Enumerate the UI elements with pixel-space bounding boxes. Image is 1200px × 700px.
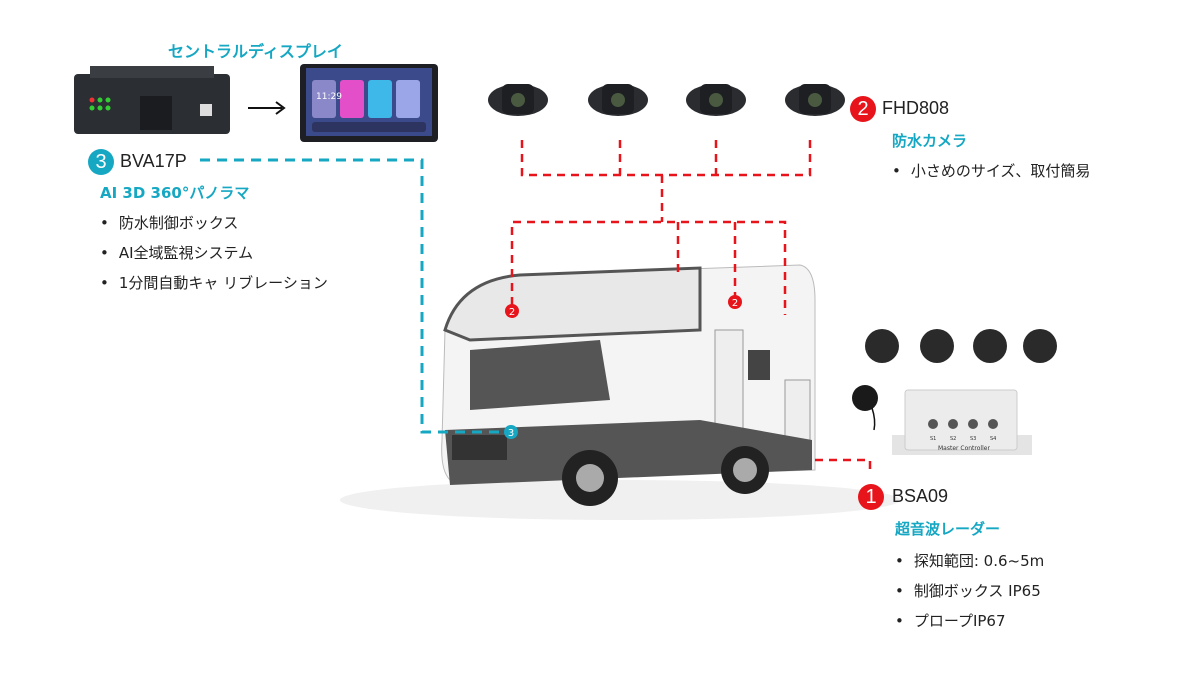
waterproof-cameras-image	[488, 84, 845, 116]
arrow-icon	[248, 101, 286, 115]
bsa-bullet: プロープIP67	[895, 610, 1006, 631]
controller-label: Master Controller	[938, 445, 990, 452]
marker-3: 3	[508, 428, 514, 439]
badge-1: 1	[858, 484, 884, 510]
marker-2: 2	[732, 298, 738, 309]
port-label: S3	[970, 436, 976, 442]
bva-bullet: 1分間自動キャ リブレーション	[100, 272, 328, 293]
bsa-bullet: 制御ボックス IP65	[895, 580, 1041, 601]
marker-2: 2	[509, 307, 515, 318]
van-markers: 2 2 3	[504, 295, 742, 439]
dvr-box-image	[74, 66, 230, 134]
master-controller-image: S1 S2 S3 S4 Master Controller	[892, 389, 1032, 455]
central-display-image	[300, 64, 438, 142]
badge-3: 3	[88, 149, 114, 175]
bsa-subtitle: 超音波レーダー	[895, 520, 1001, 538]
bva-model: BVA17P	[120, 151, 187, 171]
fhd-subtitle: 防水カメラ	[892, 132, 968, 150]
port-label: S4	[990, 436, 996, 442]
fhd-model: FHD808	[882, 98, 950, 118]
port-label: S2	[950, 436, 956, 442]
display-title: セントラルディスプレイ	[168, 42, 343, 61]
bva-bullet: AI全域監視システム	[100, 242, 253, 263]
display-clock: 11:29	[316, 92, 342, 102]
ultrasonic-sensors-image	[852, 329, 1057, 431]
badge-2: 2	[850, 96, 876, 122]
motorhome-image	[340, 264, 900, 520]
fhd-bullet: 小さめのサイズ、取付簡易	[892, 160, 1091, 181]
bva-bullet: 防水制御ボックス	[100, 212, 239, 233]
bva-subtitle: AI 3D 360°パノラマ	[100, 184, 250, 202]
camera-wiring	[510, 140, 872, 470]
bsa-model: BSA09	[892, 486, 949, 506]
bsa-bullet: 探知範団: 0.6~5m	[895, 550, 1044, 571]
port-label: S1	[930, 436, 936, 442]
panorama-wiring	[200, 158, 505, 434]
